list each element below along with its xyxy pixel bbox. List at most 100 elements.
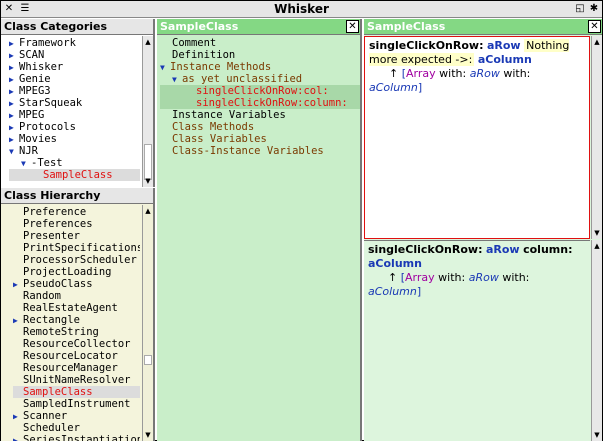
code-pane: SampleClass ✕ singleClickOnRow: aRow Not… <box>364 19 602 441</box>
collapsed-triangle-icon[interactable]: ▶ <box>13 436 18 441</box>
scroll-up-icon[interactable]: ▲ <box>594 38 600 46</box>
class-member-item[interactable]: Class-Instance Variables <box>160 145 360 157</box>
scroll-up-icon[interactable]: ▲ <box>145 207 151 215</box>
class-member-item-label: Instance Variables <box>172 109 286 121</box>
code-pane-title: SampleClass <box>367 20 446 33</box>
collapsed-triangle-icon[interactable]: ▶ <box>9 39 14 48</box>
hierarchy-item[interactable]: Scheduler <box>13 422 140 434</box>
hierarchy-item[interactable]: SUnitNameResolver <box>13 374 140 386</box>
scroll-down-icon[interactable]: ▼ <box>145 431 151 439</box>
method-editor-2-scrollbar[interactable]: ▲ ▼ <box>591 240 602 441</box>
hierarchy-item[interactable]: ▶SeriesInstantiation <box>13 434 140 441</box>
method-argument: aRow <box>485 243 520 256</box>
scroll-thumb[interactable] <box>144 144 152 180</box>
hierarchy-item[interactable]: ▶Scanner <box>13 410 140 422</box>
class-member-item-label: Class Variables <box>172 133 267 145</box>
hierarchy-item[interactable]: RemoteString <box>13 326 140 338</box>
close-pane-icon[interactable]: ✕ <box>346 20 359 33</box>
hierarchy-item-label: Preferences <box>23 218 93 230</box>
hierarchy-item[interactable]: ▶Rectangle <box>13 314 140 326</box>
collapsed-triangle-icon[interactable]: ▶ <box>9 87 14 96</box>
collapsed-triangle-icon[interactable]: ▶ <box>13 412 18 421</box>
class-member-item-label: Comment <box>172 37 217 49</box>
collapsed-triangle-icon[interactable]: ▶ <box>13 280 18 289</box>
scroll-down-icon[interactable]: ▼ <box>594 229 600 237</box>
expanded-triangle-icon[interactable]: ▼ <box>160 63 165 72</box>
hierarchy-item[interactable]: RealEstateAgent <box>13 302 140 314</box>
scroll-thumb[interactable] <box>144 355 152 365</box>
collapsed-triangle-icon[interactable]: ▶ <box>13 316 18 325</box>
collapsed-triangle-icon[interactable]: ▶ <box>9 75 14 84</box>
hierarchy-item[interactable]: Presenter <box>13 230 140 242</box>
class-member-item[interactable]: ▼Instance Methods <box>160 61 360 73</box>
class-member-item[interactable]: Comment <box>160 37 360 49</box>
hierarchy-item[interactable]: PrintSpecifications <box>13 242 140 254</box>
method-source-1[interactable]: singleClickOnRow: aRow Nothing more expe… <box>365 37 589 97</box>
expand-icon[interactable]: ✱ <box>589 3 599 14</box>
hierarchy-item[interactable]: Preferences <box>13 218 140 230</box>
scroll-down-icon[interactable]: ▼ <box>594 431 600 439</box>
collapsed-triangle-icon[interactable]: ▶ <box>9 123 14 132</box>
class-member-item[interactable]: singleClickOnRow:column: <box>160 97 360 109</box>
collapsed-triangle-icon[interactable]: ▶ <box>9 99 14 108</box>
category-item[interactable]: ▶MPEG <box>9 109 140 121</box>
collapsed-triangle-icon[interactable]: ▶ <box>9 111 14 120</box>
class-member-item[interactable]: ▼as yet unclassified <box>160 73 360 85</box>
close-pane-icon[interactable]: ✕ <box>588 20 601 33</box>
category-item[interactable]: ▼NJR <box>9 145 140 157</box>
hierarchy-item-label: SampleClass <box>23 386 93 398</box>
class-member-item[interactable]: Class Methods <box>160 121 360 133</box>
collapsed-triangle-icon[interactable]: ▶ <box>9 63 14 72</box>
category-item[interactable]: ▶Protocols <box>9 121 140 133</box>
collapsed-triangle-icon[interactable]: ▶ <box>9 135 14 144</box>
hierarchy-item[interactable]: ResourceManager <box>13 362 140 374</box>
hierarchy-item[interactable]: SampledInstrument <box>13 398 140 410</box>
category-item[interactable]: ▶Framework <box>9 37 140 49</box>
class-member-item[interactable]: Instance Variables <box>160 109 360 121</box>
category-item[interactable]: ▶Whisker <box>9 61 140 73</box>
hierarchy-item[interactable]: Random <box>13 290 140 302</box>
hierarchy-item[interactable]: ProjectLoading <box>13 266 140 278</box>
scroll-up-icon[interactable]: ▲ <box>594 242 600 250</box>
collapsed-triangle-icon[interactable]: ▶ <box>9 51 14 60</box>
hierarchy-item[interactable]: SampleClass <box>13 386 140 398</box>
category-item[interactable]: ▶Genie <box>9 73 140 85</box>
category-item[interactable]: ▶MPEG3 <box>9 85 140 97</box>
scroll-up-icon[interactable]: ▲ <box>145 38 151 46</box>
method-editor-2[interactable]: singleClickOnRow: aRow column: aColumn ↑… <box>364 240 590 441</box>
hierarchy-item[interactable]: ProcessorScheduler <box>13 254 140 266</box>
expanded-triangle-icon[interactable]: ▼ <box>9 147 14 156</box>
hierarchy-item-label: ProjectLoading <box>23 266 112 278</box>
bracket: ] <box>416 285 422 298</box>
class-member-item[interactable]: singleClickOnRow:col: <box>160 85 360 97</box>
category-item[interactable]: SampleClass <box>9 169 140 181</box>
category-item[interactable]: ▼-Test <box>9 157 140 169</box>
hierarchy-item[interactable]: Preference <box>13 206 140 218</box>
collapse-icon[interactable]: ◱ <box>575 3 585 14</box>
category-item[interactable]: ▶Movies <box>9 133 140 145</box>
method-editor-1[interactable]: singleClickOnRow: aRow Nothing more expe… <box>364 36 590 239</box>
expanded-triangle-icon[interactable]: ▼ <box>21 159 26 168</box>
method-source-2[interactable]: singleClickOnRow: aRow column: aColumn ↑… <box>364 241 590 301</box>
title-bar[interactable]: ✕ ☰ Whisker ◱ ✱ <box>1 1 602 18</box>
category-item[interactable]: ▶StarSqueak <box>9 97 140 109</box>
class-member-item[interactable]: Definition <box>160 49 360 61</box>
class-categories-list[interactable]: ▶Framework▶SCAN▶Whisker▶Genie▶MPEG3▶Star… <box>9 37 140 181</box>
menu-icon[interactable]: ☰ <box>20 3 30 14</box>
bracket: [ <box>400 271 406 284</box>
hierarchy-item[interactable]: ResourceCollector <box>13 338 140 350</box>
method-editor-1-scrollbar[interactable]: ▲ ▼ <box>591 36 602 239</box>
close-window-icon[interactable]: ✕ <box>4 3 14 14</box>
class-hierarchy-scrollbar[interactable]: ▲ ▼ <box>142 205 153 441</box>
hierarchy-item[interactable]: ResourceLocator <box>13 350 140 362</box>
category-item[interactable]: ▶SCAN <box>9 49 140 61</box>
class-categories-scrollbar[interactable]: ▲ ▼ <box>142 36 153 187</box>
expanded-triangle-icon[interactable]: ▼ <box>172 75 177 84</box>
class-reference: Array <box>405 271 435 284</box>
class-member-item[interactable]: Class Variables <box>160 133 360 145</box>
hierarchy-item[interactable]: ▶PseudoClass <box>13 278 140 290</box>
scroll-down-icon[interactable]: ▼ <box>145 177 151 185</box>
